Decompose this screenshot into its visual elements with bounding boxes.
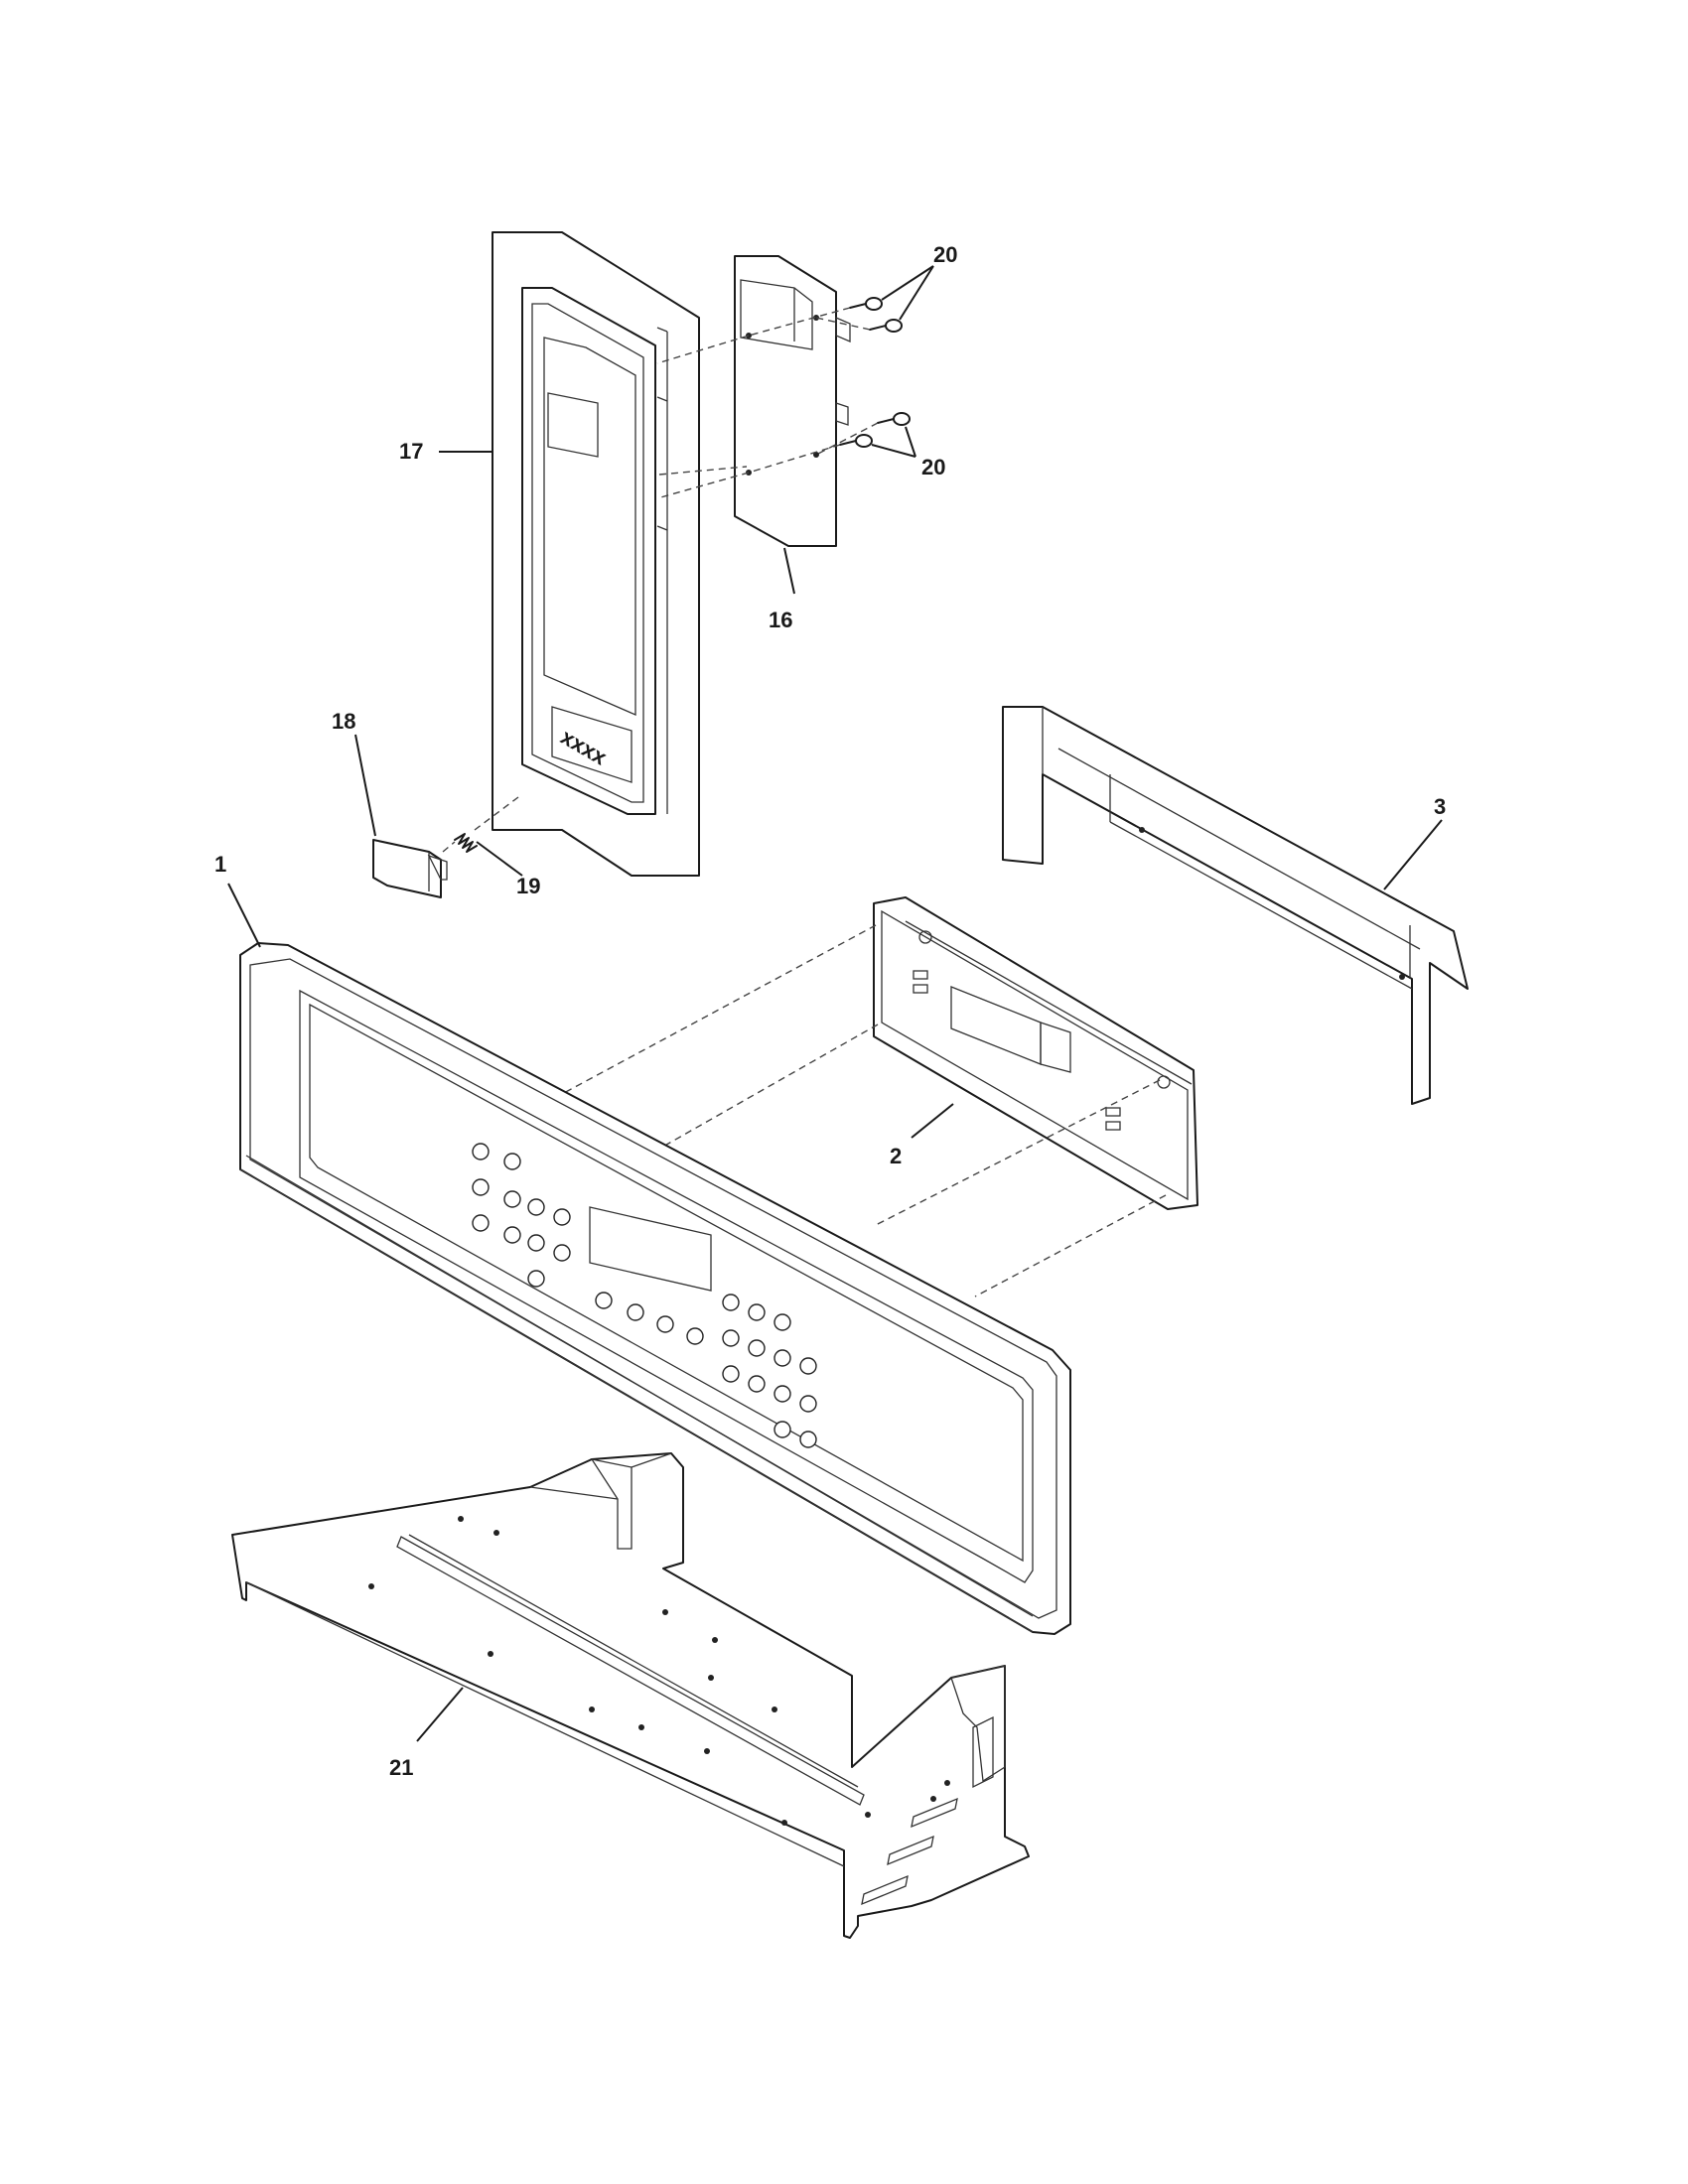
part-2-electronic-control: 2: [561, 896, 1198, 1297]
callout-21: 21: [389, 1755, 413, 1780]
callout-19: 19: [516, 874, 540, 898]
screw: [839, 434, 873, 448]
part-18-button: 18: [332, 709, 448, 898]
callout-1: 1: [214, 852, 226, 877]
screw: [849, 297, 883, 311]
part-17-overlay-assembly: xxxx 17: [399, 231, 700, 877]
screw: [877, 412, 911, 426]
part-20-screws: 20 20: [656, 242, 957, 499]
keypad-holes: [472, 1143, 817, 1448]
part-21-shield: 21: [231, 1452, 1030, 1939]
callout-20-bottom: 20: [921, 455, 945, 479]
callout-2: 2: [890, 1144, 902, 1168]
part-19-spring: 19: [442, 793, 540, 898]
screw: [869, 319, 903, 333]
callout-18: 18: [332, 709, 355, 734]
callout-3: 3: [1434, 794, 1446, 819]
callout-20-top: 20: [933, 242, 957, 267]
part-3-trim: 3: [1002, 706, 1469, 1105]
callout-16: 16: [769, 608, 792, 632]
callout-17: 17: [399, 439, 423, 464]
part-1-control-panel: 1: [214, 852, 1071, 1635]
overlay-panel: xxxx: [521, 287, 668, 815]
